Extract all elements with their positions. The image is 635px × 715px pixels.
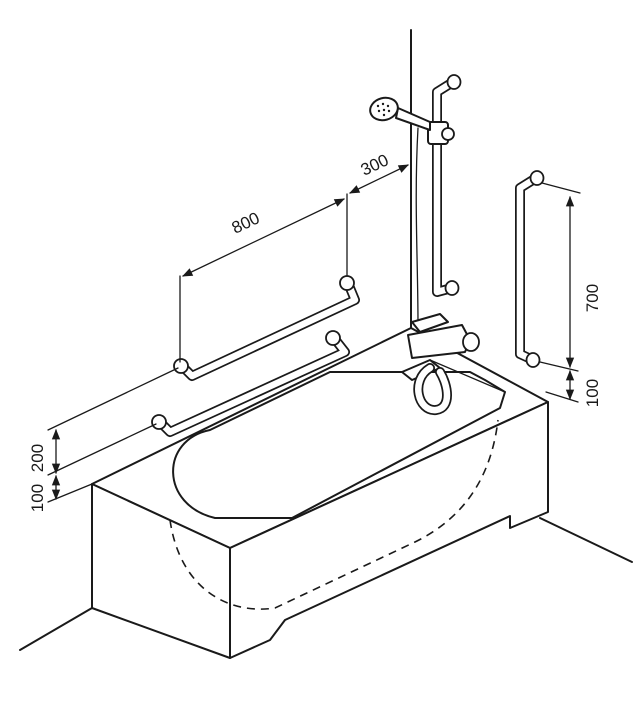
mixer-lever — [411, 313, 449, 333]
shower-head — [369, 96, 431, 131]
dimension-800: 800 — [179, 193, 348, 363]
floor-line-right — [539, 517, 633, 563]
dim-label-700: 700 — [583, 284, 602, 312]
basin-hidden-line — [169, 419, 499, 610]
floor-line-left — [19, 607, 93, 651]
horizontal-grab-bar-lower — [151, 330, 350, 437]
bath-mixer-tap — [401, 313, 480, 415]
dimension-300: 300 — [349, 150, 409, 194]
dimension-vertical-right: 700 100 — [539, 182, 602, 407]
bathtub — [91, 327, 549, 659]
shower-riser — [415, 74, 462, 326]
bathtub-end-face — [91, 483, 231, 659]
slider-knob — [441, 127, 455, 141]
mixer-wall-flange — [462, 332, 480, 352]
horizontal-grab-bar-upper — [173, 275, 360, 381]
dimension-vertical-left: 200 100 — [28, 367, 179, 512]
dim-label-200: 200 — [28, 444, 47, 472]
bathtub-front-face — [229, 401, 549, 659]
vertical-grab-bar — [515, 170, 545, 368]
dim-label-100-right: 100 — [583, 379, 602, 407]
shower-hose — [415, 127, 419, 326]
dim-label-100-left: 100 — [28, 484, 47, 512]
basin-back-edge — [429, 359, 506, 393]
dim-label-800: 800 — [229, 208, 263, 237]
